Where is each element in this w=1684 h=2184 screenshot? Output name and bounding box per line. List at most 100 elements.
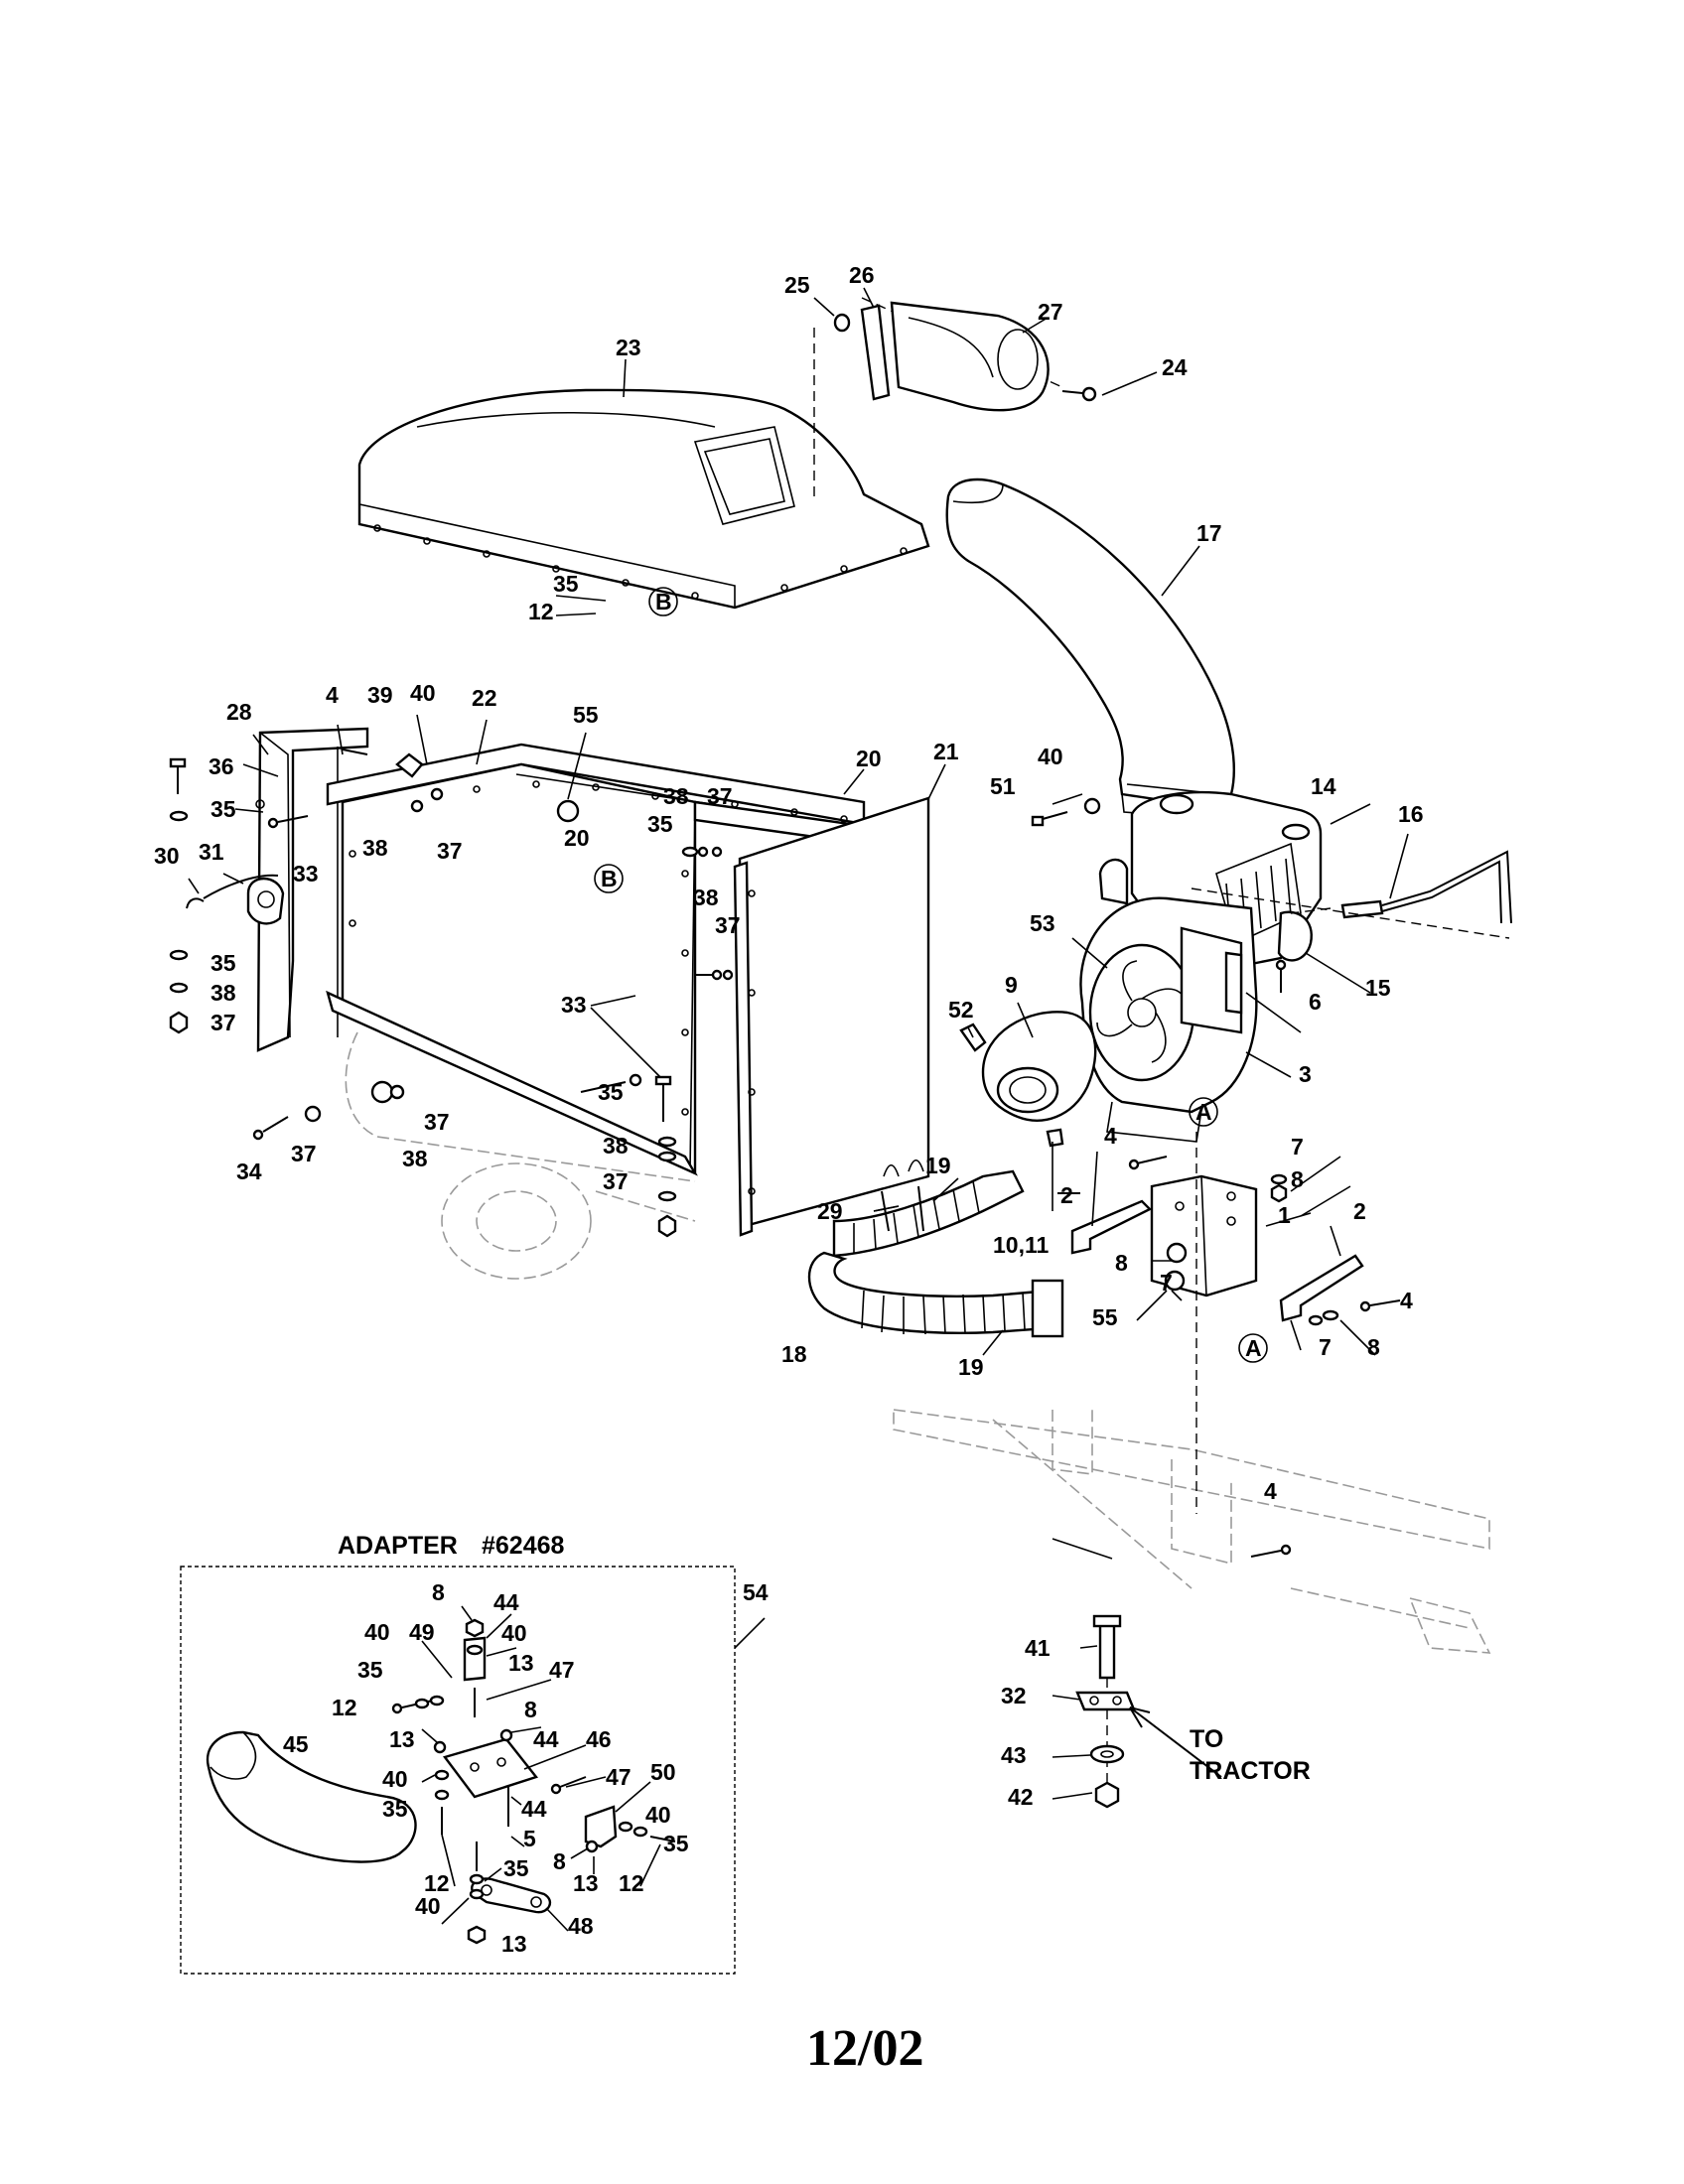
callout-7b: 7 bbox=[1160, 1270, 1173, 1296]
callout-3: 3 bbox=[1299, 1061, 1312, 1087]
callout-28: 28 bbox=[226, 699, 252, 725]
callout-14: 14 bbox=[1311, 773, 1336, 799]
adapter-callout-13b: 13 bbox=[389, 1726, 415, 1752]
callout-35b: 35 bbox=[210, 796, 236, 822]
callout-37a: 37 bbox=[437, 838, 463, 864]
callout-55a: 55 bbox=[573, 702, 599, 728]
callout-37d: 37 bbox=[210, 1010, 236, 1035]
callout-41: 41 bbox=[1025, 1635, 1051, 1661]
callout-35c: 35 bbox=[647, 811, 673, 837]
svg-text:A: A bbox=[1195, 1099, 1212, 1125]
adapter-callout-49: 49 bbox=[409, 1619, 435, 1645]
blower-housing-part bbox=[1079, 858, 1258, 1143]
callout-1011: 10,11 bbox=[993, 1232, 1049, 1258]
callout-17: 17 bbox=[1196, 520, 1222, 546]
inlet-cover-part bbox=[981, 1011, 1097, 1148]
adapter-callout-8b: 8 bbox=[524, 1697, 537, 1722]
adapter-callout-35a: 35 bbox=[357, 1657, 383, 1683]
callout-20a: 20 bbox=[564, 825, 590, 851]
callout-25: 25 bbox=[784, 272, 810, 298]
callout-2b: 2 bbox=[1353, 1198, 1366, 1224]
callout-30: 30 bbox=[154, 843, 180, 869]
to-tractor-line1: TO bbox=[1190, 1725, 1223, 1753]
callout-29: 29 bbox=[817, 1198, 843, 1224]
adapter-callouts: ADAPTER #62468 54 8 44 40 49 40 13 35 47… bbox=[283, 1532, 769, 1957]
callout-38b: 38 bbox=[663, 783, 689, 809]
callout-39: 39 bbox=[367, 682, 393, 708]
trailer-ghost bbox=[345, 1031, 696, 1280]
chute-adapter-part bbox=[833, 301, 1097, 412]
callout-7c: 7 bbox=[1319, 1334, 1332, 1360]
callout-4d: 4 bbox=[1264, 1478, 1277, 1504]
callout-23: 23 bbox=[616, 335, 641, 360]
adapter-inset bbox=[180, 1566, 766, 1975]
discharge-tube-part bbox=[945, 478, 1238, 821]
mount-bracket-part bbox=[1070, 1174, 1364, 1322]
callout-37b: 37 bbox=[707, 783, 733, 809]
adapter-callout-12c: 12 bbox=[619, 1870, 644, 1896]
callout-12a: 12 bbox=[528, 599, 554, 624]
callout-32: 32 bbox=[1001, 1683, 1027, 1708]
adapter-part-number: #62468 bbox=[482, 1532, 565, 1560]
callout-40a: 40 bbox=[410, 680, 436, 706]
callout-42: 42 bbox=[1008, 1784, 1034, 1810]
part-callouts: 23 25 26 27 24 17 35 12 B 28 4 39 40 22 … bbox=[154, 262, 1424, 1810]
callout-18: 18 bbox=[781, 1341, 807, 1367]
adapter-callout-35d: 35 bbox=[503, 1855, 529, 1881]
hood-part bbox=[357, 388, 930, 610]
callout-2a: 2 bbox=[1060, 1182, 1073, 1208]
hose-part bbox=[807, 1159, 1064, 1338]
adapter-callout-13a: 13 bbox=[508, 1650, 534, 1676]
callout-38c: 38 bbox=[693, 885, 719, 910]
callout-38e: 38 bbox=[402, 1146, 428, 1171]
adapter-callout-40a: 40 bbox=[364, 1619, 390, 1645]
callout-38d: 38 bbox=[210, 980, 236, 1006]
callout-37c: 37 bbox=[715, 912, 741, 938]
callout-21: 21 bbox=[933, 739, 959, 764]
adapter-callout-12b: 12 bbox=[424, 1870, 450, 1896]
adapter-callout-12a: 12 bbox=[332, 1695, 357, 1720]
callout-36: 36 bbox=[209, 753, 234, 779]
adapter-callout-5: 5 bbox=[523, 1826, 536, 1851]
callout-24: 24 bbox=[1162, 354, 1188, 380]
callout-55b: 55 bbox=[1092, 1304, 1118, 1330]
tractor-frame-ghost bbox=[893, 1409, 1491, 1654]
adapter-callout-45: 45 bbox=[283, 1731, 309, 1757]
leader-lines bbox=[188, 287, 1409, 1800]
hopper-frame-part bbox=[326, 743, 930, 1237]
callout-37f: 37 bbox=[291, 1141, 317, 1166]
adapter-callout-44a: 44 bbox=[493, 1589, 519, 1615]
callout-33a: 33 bbox=[293, 861, 319, 887]
callout-54: 54 bbox=[743, 1579, 769, 1605]
callout-35d: 35 bbox=[210, 950, 236, 976]
callout-35e: 35 bbox=[598, 1079, 624, 1105]
adapter-callout-40c: 40 bbox=[382, 1766, 408, 1792]
callout-38f: 38 bbox=[603, 1133, 629, 1159]
adapter-callout-48: 48 bbox=[568, 1913, 594, 1939]
callout-43: 43 bbox=[1001, 1742, 1027, 1768]
to-tractor-line2: TRACTOR bbox=[1190, 1757, 1311, 1785]
adapter-title: ADAPTER bbox=[338, 1532, 458, 1560]
callout-34: 34 bbox=[236, 1159, 262, 1184]
callout-52: 52 bbox=[948, 997, 974, 1023]
adapter-callout-44b: 44 bbox=[533, 1726, 559, 1752]
callout-53: 53 bbox=[1030, 910, 1055, 936]
callout-8c: 8 bbox=[1367, 1334, 1380, 1360]
callout-4b: 4 bbox=[1104, 1123, 1117, 1149]
ref-a-bracket: A bbox=[1238, 1333, 1268, 1363]
callout-38a: 38 bbox=[362, 835, 388, 861]
callout-15: 15 bbox=[1365, 975, 1391, 1001]
adapter-callout-47a: 47 bbox=[549, 1657, 575, 1683]
callout-37g: 37 bbox=[603, 1168, 629, 1194]
adapter-callout-8c: 8 bbox=[553, 1848, 566, 1874]
svg-text:B: B bbox=[601, 866, 618, 891]
adapter-callout-35c: 35 bbox=[663, 1831, 689, 1856]
callout-9: 9 bbox=[1005, 972, 1018, 998]
callout-4a: 4 bbox=[326, 682, 339, 708]
adapter-callout-50: 50 bbox=[650, 1759, 676, 1785]
adapter-callout-46: 46 bbox=[586, 1726, 612, 1752]
adapter-callout-35b: 35 bbox=[382, 1796, 408, 1822]
adapter-callout-13c: 13 bbox=[573, 1870, 599, 1896]
callout-20b: 20 bbox=[856, 746, 882, 771]
